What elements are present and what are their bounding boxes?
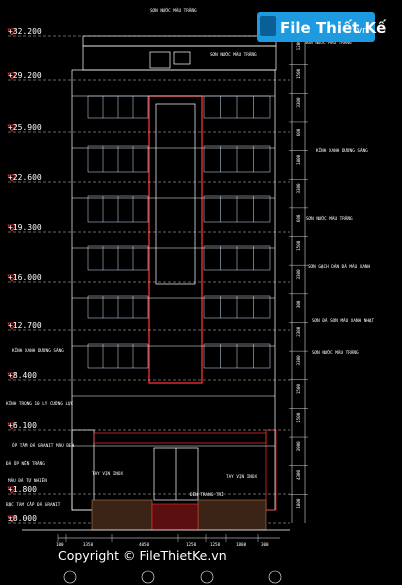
left-pier	[71, 429, 95, 511]
level-label: +19.300	[8, 223, 42, 232]
building-facade	[71, 35, 277, 511]
right-dim-label: 3900	[296, 441, 301, 452]
material-note: TAY VỊN INOX	[226, 474, 257, 480]
level-label: ±0.000	[8, 514, 37, 523]
level-markers: +32.200 +29.200 +25.900 +22.600 +19.300 +16.0…	[7, 27, 290, 524]
level-triangle	[7, 174, 17, 182]
floor-lines	[72, 95, 275, 447]
roof-sign	[173, 51, 191, 65]
roof-parapet	[82, 35, 277, 47]
material-notes: SƠN NƯỚC MÀU TRẮNG SƠN NƯỚC MÀU TRẮNG SƠN …	[6, 7, 374, 508]
level-triangle	[7, 372, 17, 380]
level-label: +32.200	[8, 27, 42, 36]
right-dim-label: 300	[296, 300, 301, 308]
material-note: SƠN NƯỚC MÀU TRẮNG	[210, 51, 257, 58]
material-note: TAY VỊN INOX	[92, 471, 123, 477]
bottom-dim-label: 1250	[210, 542, 221, 547]
material-note: SƠN NƯỚC MÀU TRẮNG	[312, 349, 359, 356]
roof-window	[149, 51, 171, 69]
material-note: SƠN GẠCH DÁN ĐÁ MÀU XANH	[308, 263, 370, 270]
right-dim-label: 1500	[296, 68, 301, 79]
material-note: ĐÈN TRANG TRÍ	[190, 490, 224, 498]
level-triangle	[7, 124, 17, 132]
right-dim-label: 3300	[296, 97, 301, 108]
level-label: +16.000	[8, 273, 42, 282]
material-note: KÍNH XANH DƯƠNG SÁNG	[316, 146, 368, 154]
level-label: +12.700	[8, 321, 42, 330]
copyright-watermark: Copyright © FileThietKe.vn	[58, 548, 227, 563]
level-triangle	[7, 274, 17, 282]
bottom-dim-label: 100	[56, 542, 64, 547]
right-dim-label: 1800	[296, 154, 301, 165]
bottom-dim-label: 1800	[236, 542, 247, 547]
curtain-wall	[155, 103, 196, 285]
material-note: KÍNH XANH DƯƠNG SÁNG	[12, 346, 64, 354]
bottom-dimension-chain: 100 3350 4050 1250 1250 1800 300	[56, 534, 280, 547]
right-dim-label: 1200	[296, 40, 301, 51]
material-note: SƠN NƯỚC MÀU TRẮNG	[306, 215, 353, 222]
right-dim-label: 1500	[296, 412, 301, 423]
level-triangle	[7, 72, 17, 80]
right-dim-label: 1500	[296, 384, 301, 395]
logo-domain: .vn	[354, 26, 368, 36]
level-triangle	[7, 515, 17, 523]
right-dim-label: 3300	[296, 183, 301, 194]
bottom-dim-label: 1250	[186, 542, 197, 547]
right-dim-label: 1800	[296, 498, 301, 509]
facade-outline	[71, 69, 276, 511]
level-label: +6.100	[8, 421, 37, 430]
right-dim-label: 4300	[296, 469, 301, 480]
material-note: ỐP TẤM ĐÁ GRANIT MÀU ĐEN	[12, 442, 74, 449]
material-note: SƠN ĐÁ SƠN MÀU XANH NHẠT	[312, 317, 374, 324]
level-label: +25.900	[8, 123, 42, 132]
bottom-dim-label: 3350	[83, 542, 94, 547]
window-grid	[87, 95, 271, 369]
right-dimension-chain: 1200 1500 3300 600 1800 3300 600 1500 3300 300 230…	[289, 35, 308, 523]
material-note: KÍNH TRONG 10 LY CƯỜNG LỰC	[6, 399, 74, 407]
material-note: ĐÁ ỐP NỀN TRẮNG	[6, 459, 45, 467]
logo-name: File Thiết Kế	[280, 18, 387, 37]
right-dim-label: 2300	[296, 326, 301, 337]
right-dim-label: 3300	[296, 355, 301, 366]
level-triangle	[7, 224, 17, 232]
right-dim-label: 600	[296, 128, 301, 136]
level-triangle	[7, 486, 17, 494]
material-note: SƠN NƯỚC MÀU TRẮNG	[305, 39, 352, 46]
filethietke-logo: File Thiết Kế .vn	[257, 12, 387, 42]
material-note: MÀU ĐÁ TỰ NHIÊN	[8, 476, 47, 484]
level-triangle	[7, 322, 17, 330]
roof-floor	[82, 45, 277, 71]
bottom-dim-label: 300	[261, 542, 269, 547]
level-label: +8.400	[8, 371, 37, 380]
level-triangle	[7, 422, 17, 430]
right-dim-label: 1500	[296, 240, 301, 251]
material-note: BẬC TAM CẤP ĐÁ GRANIT	[6, 501, 61, 508]
canopy	[93, 432, 267, 444]
level-label: +22.600	[8, 173, 42, 182]
axis-bubbles	[63, 570, 282, 584]
level-label: +1.800	[8, 485, 37, 494]
bottom-dim-label: 4050	[139, 542, 150, 547]
right-pier	[265, 429, 277, 511]
ground-hatch	[91, 499, 267, 531]
material-note: SƠN NƯỚC MÀU TRẮNG	[150, 7, 197, 14]
central-column	[148, 95, 203, 384]
right-dim-label: 3300	[296, 269, 301, 280]
level-label: +29.200	[8, 71, 42, 80]
right-dim-label: 600	[296, 214, 301, 222]
level-triangle	[7, 28, 17, 36]
